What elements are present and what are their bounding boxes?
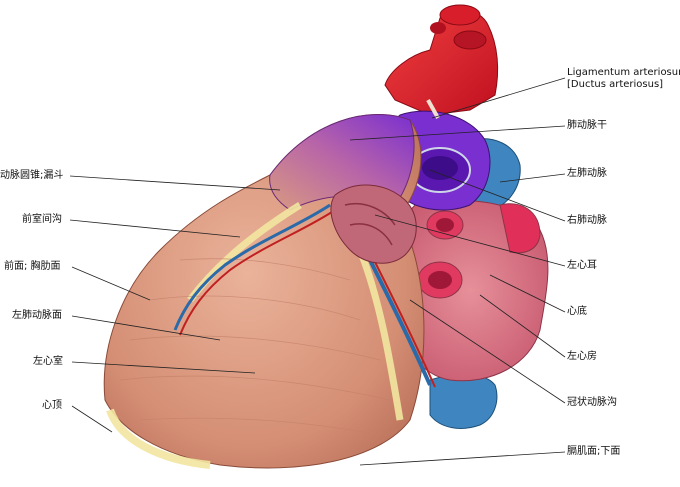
label-ligamentum-line2: [Ductus arteriosus] [567,79,664,90]
left-auricle [330,184,417,264]
label-ligamentum-line1: Ligamentum arteriosum [567,67,680,78]
label-left-ventricle: 左心室 [33,356,63,367]
label-coronary-sulcus: 冠状动脉沟 [567,397,617,408]
label-left-auricle: 左心耳 [567,260,597,271]
leader-lines [69,77,566,466]
label-interventricular: 前室间沟 [22,214,62,225]
label-conus: 动脉圆锥;漏斗 [0,170,64,181]
label-pulmonary-surface: 左肺动脉面 [12,310,62,321]
label-left-pulmonary-artery: 左肺动脉 [567,168,607,179]
label-apex: 心顶 [42,400,62,411]
aorta [384,4,499,116]
left-atrium [392,199,549,382]
label-left-atrium: 左心房 [567,351,597,362]
ligamentum-arteriosum [426,99,440,119]
label-diaphragmatic: 膈肌面;下面 [567,446,621,457]
label-right-pulmonary-artery: 右肺动脉 [567,215,607,226]
label-base: 心底 [567,306,587,317]
label-pulmonary-trunk: 肺动脉干 [567,120,607,131]
label-ligamentum: Ligamentum arteriosum [Ductus arteriosus… [567,67,680,91]
ventricles [103,114,436,469]
label-sternocostal: 前面; 胸肋面 [4,261,61,272]
